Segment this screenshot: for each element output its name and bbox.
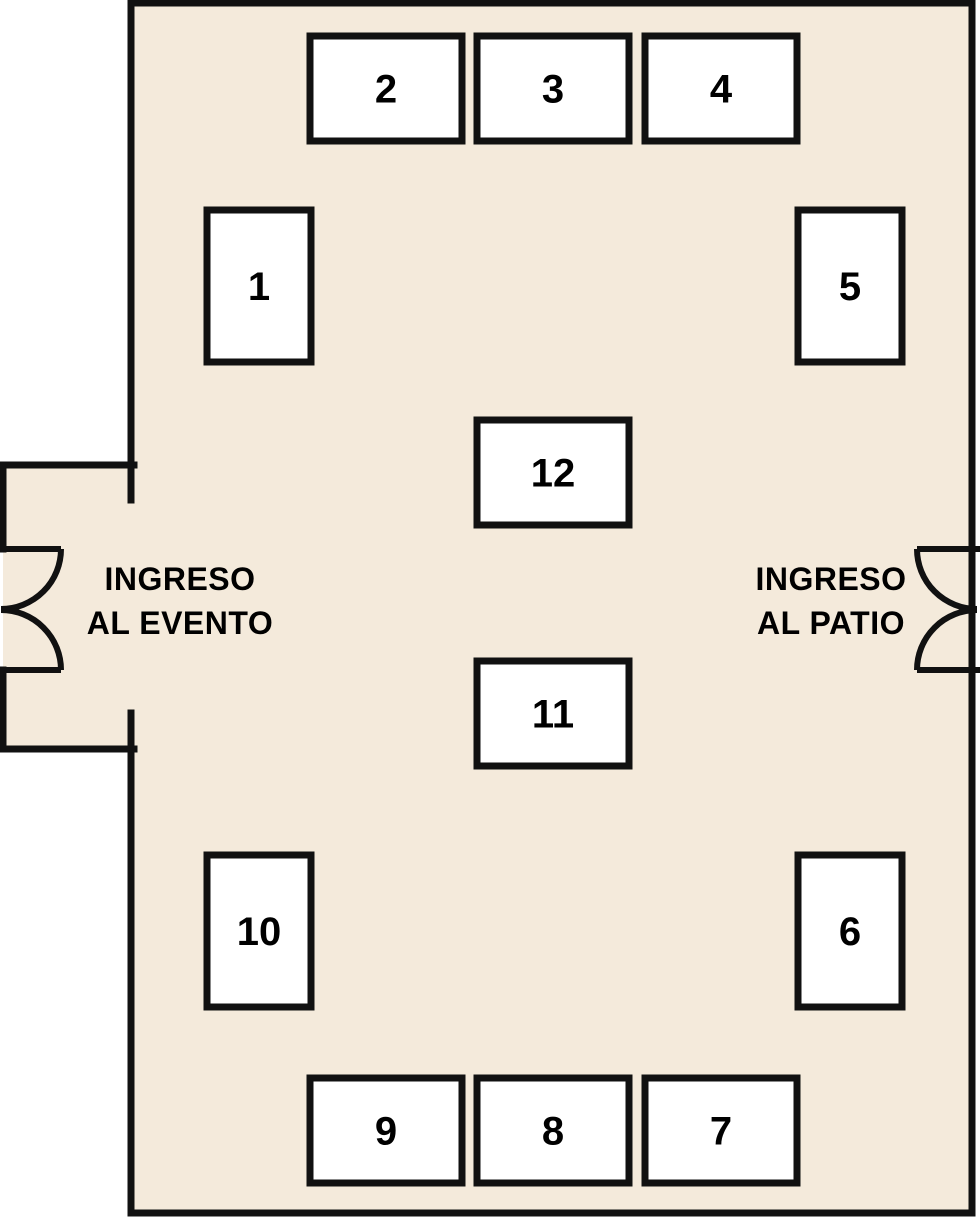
- entrance-event-line2: AL EVENTO: [87, 605, 273, 641]
- right-door: [914, 546, 980, 673]
- table-8-number: 8: [542, 1110, 564, 1154]
- table-3[interactable]: 3: [473, 32, 633, 145]
- table-4[interactable]: 4: [641, 32, 801, 145]
- table-1-shape[interactable]: [203, 206, 315, 366]
- table-5-number: 5: [839, 265, 861, 309]
- left-door-arc-lower: [0, 607, 64, 671]
- entrance-label-patio: INGRESO AL PATIO: [755, 561, 906, 641]
- table-6-shape[interactable]: [794, 851, 906, 1011]
- table-9-number: 9: [375, 1110, 397, 1154]
- table-10-number: 10: [237, 910, 282, 954]
- table-9[interactable]: 9: [306, 1074, 466, 1187]
- left-door-arc-upper: [0, 548, 64, 612]
- table-6-number: 6: [839, 910, 861, 954]
- table-7-number: 7: [710, 1110, 732, 1154]
- table-10-shape[interactable]: [203, 851, 315, 1011]
- table-2-shape[interactable]: [306, 32, 466, 145]
- entrance-label-event: INGRESO AL EVENTO: [87, 561, 273, 641]
- table-3-shape[interactable]: [473, 32, 633, 145]
- table-3-number: 3: [542, 68, 564, 112]
- table-12-number: 12: [531, 452, 576, 496]
- table-1-number: 1: [248, 265, 270, 309]
- table-10[interactable]: 10: [203, 851, 315, 1011]
- left-vestibule: [0, 461, 138, 753]
- table-5[interactable]: 5: [794, 206, 906, 366]
- table-7-shape[interactable]: [641, 1074, 801, 1187]
- table-8-shape[interactable]: [473, 1074, 633, 1187]
- entrance-event-line1: INGRESO: [104, 561, 255, 597]
- entrance-patio-line1: INGRESO: [755, 561, 906, 597]
- table-11[interactable]: 11: [473, 657, 633, 770]
- entrance-patio-line2: AL PATIO: [757, 605, 905, 641]
- table-1[interactable]: 1: [203, 206, 315, 366]
- right-door-arc-lower: [914, 607, 978, 671]
- table-2-number: 2: [375, 68, 397, 112]
- table-5-shape[interactable]: [794, 206, 906, 366]
- table-6[interactable]: 6: [794, 851, 906, 1011]
- table-7[interactable]: 7: [641, 1074, 801, 1187]
- table-11-shape[interactable]: [473, 657, 633, 770]
- table-4-shape[interactable]: [641, 32, 801, 145]
- main-room-fill: [131, 0, 972, 1213]
- right-door-arc-upper: [914, 548, 978, 612]
- table-4-number: 4: [710, 68, 733, 112]
- main-room-walls: [127, 0, 976, 1217]
- table-2[interactable]: 2: [306, 32, 466, 145]
- table-12-shape[interactable]: [473, 416, 633, 529]
- table-11-number: 11: [532, 693, 574, 737]
- room-fills: [3, 0, 972, 1213]
- table-8[interactable]: 8: [473, 1074, 633, 1187]
- table-12[interactable]: 12: [473, 416, 633, 529]
- table-9-shape[interactable]: [306, 1074, 466, 1187]
